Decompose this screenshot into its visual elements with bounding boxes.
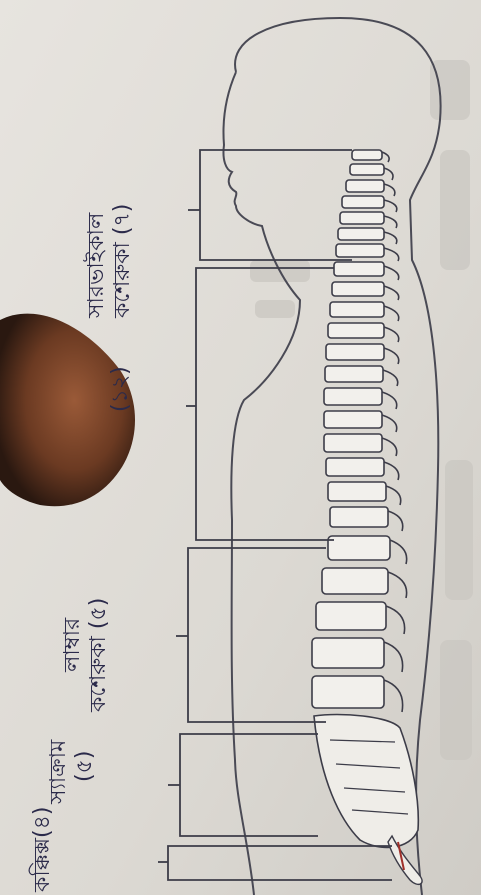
lumbar-label-line2: কশেরুকা (৫): [86, 598, 112, 712]
sacrum-label-line1: স্যাক্রাম: [46, 740, 72, 804]
cervical-label-line2: কশেরুকা (৭): [110, 204, 136, 318]
coccyx-label-text: কক্কিক্স(৪): [30, 807, 56, 892]
sacrum-label: স্যাক্রাম (৫): [46, 740, 98, 804]
cervical-label-line1: সারভাইকাল: [84, 204, 110, 318]
cervical-label: সারভাইকাল কশেরুকা (৭): [84, 204, 136, 318]
lumbar-label: লাম্বার কশেরুকা (৫): [60, 598, 112, 712]
thoracic-count-label: (১২): [108, 366, 134, 412]
thoracic-count: (১২): [108, 366, 134, 412]
coccyx-label: কক্কিক্স(৪): [30, 807, 56, 892]
lumbar-label-line1: লাম্বার: [60, 598, 86, 712]
sacrum-label-line2: (৫): [72, 740, 98, 804]
